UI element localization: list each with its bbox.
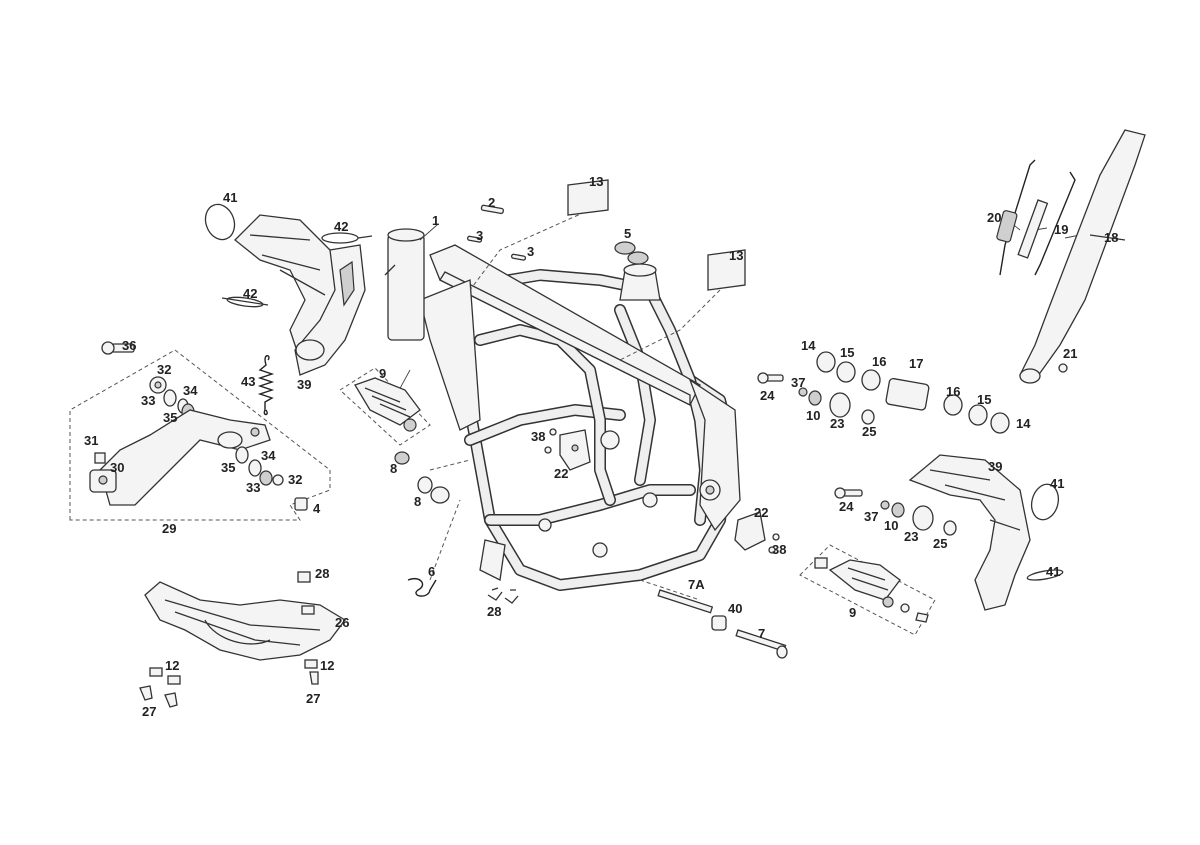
label-32: 32 xyxy=(157,362,171,377)
label-3: 3 xyxy=(527,244,534,259)
label-8: 8 xyxy=(390,461,397,476)
label-20: 20 xyxy=(987,210,1001,225)
label-35: 35 xyxy=(163,410,177,425)
label-28: 28 xyxy=(487,604,501,619)
label-16: 16 xyxy=(946,384,960,399)
label-29: 29 xyxy=(162,521,176,536)
label-15: 15 xyxy=(977,392,991,407)
label-5: 5 xyxy=(624,226,631,241)
spring-6 xyxy=(407,578,437,597)
leader-lines xyxy=(397,211,1081,601)
main-frame xyxy=(384,228,741,591)
label-7a: 7A xyxy=(688,577,705,592)
label-12: 12 xyxy=(320,658,334,673)
label-42: 42 xyxy=(243,286,257,301)
label-37: 37 xyxy=(864,509,878,524)
label-34: 34 xyxy=(183,383,198,398)
label-3: 3 xyxy=(476,228,483,243)
axle-bolts xyxy=(657,589,788,659)
label-37: 37 xyxy=(791,375,805,390)
label-22: 22 xyxy=(754,505,768,520)
label-13: 13 xyxy=(589,174,603,189)
right-lower-hardware xyxy=(734,487,957,554)
label-9: 9 xyxy=(849,605,856,620)
label-35: 35 xyxy=(221,460,235,475)
label-23: 23 xyxy=(830,416,844,431)
kickstand xyxy=(996,129,1146,384)
brake-pedal-assembly xyxy=(69,341,331,521)
label-1: 1 xyxy=(432,213,439,228)
label-39: 39 xyxy=(988,459,1002,474)
label-36: 36 xyxy=(122,338,136,353)
label-17: 17 xyxy=(909,356,923,371)
label-33: 33 xyxy=(246,480,260,495)
label-12: 12 xyxy=(165,658,179,673)
right-footpeg xyxy=(799,544,936,636)
label-33: 33 xyxy=(141,393,155,408)
label-24: 24 xyxy=(760,388,775,403)
left-footpeg xyxy=(339,367,431,446)
label-18: 18 xyxy=(1104,230,1118,245)
label-15: 15 xyxy=(840,345,854,360)
skid-plate xyxy=(139,571,346,708)
label-2: 2 xyxy=(488,195,495,210)
label-31: 31 xyxy=(84,433,98,448)
label-41: 41 xyxy=(1050,476,1064,491)
label-21: 21 xyxy=(1063,346,1077,361)
label-6: 6 xyxy=(428,564,435,579)
label-9: 9 xyxy=(379,366,386,381)
label-32: 32 xyxy=(288,472,302,487)
label-41: 41 xyxy=(1046,564,1060,579)
label-10: 10 xyxy=(884,518,898,533)
label-24: 24 xyxy=(839,499,854,514)
label-34: 34 xyxy=(261,448,276,463)
label-13: 13 xyxy=(729,248,743,263)
label-30: 30 xyxy=(110,460,124,475)
label-38: 38 xyxy=(531,429,545,444)
pins xyxy=(466,204,527,261)
label-42: 42 xyxy=(334,219,348,234)
label-27: 27 xyxy=(142,704,156,719)
spring-43 xyxy=(257,355,275,416)
label-14: 14 xyxy=(1016,416,1031,431)
clips-28 xyxy=(487,587,519,604)
label-27: 27 xyxy=(306,691,320,706)
label-19: 19 xyxy=(1054,222,1068,237)
label-26: 26 xyxy=(335,615,349,630)
label-4: 4 xyxy=(313,501,321,516)
right-frame-guard xyxy=(908,454,1064,611)
pivot-hardware xyxy=(757,351,1010,434)
label-39: 39 xyxy=(297,377,311,392)
label-41: 41 xyxy=(223,190,237,205)
part-labels: 1 2 3 3 4 5 6 7 7A 8 8 9 9 10 10 12 12 1… xyxy=(84,174,1118,719)
rubber-dampers xyxy=(614,241,649,265)
label-40: 40 xyxy=(728,601,742,616)
label-25: 25 xyxy=(862,424,876,439)
label-22: 22 xyxy=(554,466,568,481)
stickers xyxy=(567,179,746,291)
bushings-8 xyxy=(394,451,450,504)
label-10: 10 xyxy=(806,408,820,423)
label-38: 38 xyxy=(772,542,786,557)
label-23: 23 xyxy=(904,529,918,544)
left-frame-guard xyxy=(204,203,373,376)
label-16: 16 xyxy=(872,354,886,369)
label-7: 7 xyxy=(758,626,765,641)
label-43: 43 xyxy=(241,374,255,389)
label-14: 14 xyxy=(801,338,816,353)
label-8: 8 xyxy=(414,494,421,509)
label-25: 25 xyxy=(933,536,947,551)
label-28: 28 xyxy=(315,566,329,581)
left-bracket xyxy=(544,428,591,471)
